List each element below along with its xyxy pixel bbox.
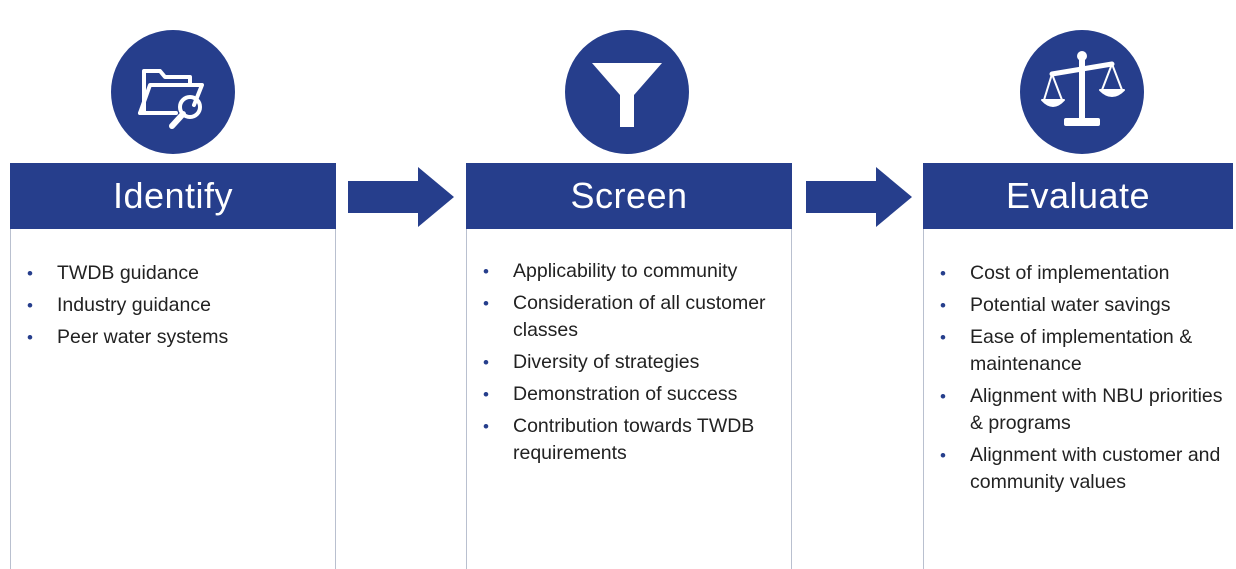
list-item: Applicability to community	[467, 258, 779, 285]
list-item: Diversity of strategies	[467, 349, 779, 376]
step-title: Screen	[570, 175, 688, 216]
list-item: Demonstration of success	[467, 381, 779, 408]
step-header-evaluate: Evaluate	[923, 163, 1233, 229]
list-item: Alignment with customer and community va…	[924, 442, 1233, 496]
funnel-icon	[592, 63, 662, 127]
bullet-list: Applicability to community Consideration…	[467, 258, 779, 467]
list-item: Industry guidance	[11, 292, 335, 319]
arrow-right-icon	[806, 167, 912, 227]
folder-search-icon	[138, 69, 204, 129]
screen-icon-circle	[565, 30, 689, 154]
balance-scale-icon	[1041, 51, 1125, 126]
step-title: Evaluate	[1005, 175, 1151, 216]
list-item: Alignment with NBU priorities & programs	[924, 383, 1233, 437]
step-panel-identify: TWDB guidance Industry guidance Peer wat…	[10, 229, 336, 569]
bullet-list: TWDB guidance Industry guidance Peer wat…	[11, 260, 335, 351]
step-panel-screen: Applicability to community Consideration…	[466, 229, 792, 569]
step-header-identify: Identify	[10, 163, 336, 229]
step-title: Identify	[112, 175, 234, 216]
list-item: Contribution towards TWDB requirements	[467, 413, 779, 467]
step-panel-evaluate: Cost of implementation Potential water s…	[923, 229, 1233, 569]
list-item: Ease of implementation & maintenance	[924, 324, 1233, 378]
list-item: Potential water savings	[924, 292, 1233, 319]
list-item: TWDB guidance	[11, 260, 335, 287]
bullet-list: Cost of implementation Potential water s…	[924, 260, 1233, 496]
list-item: Consideration of all customer classes	[467, 290, 779, 344]
step-header-screen: Screen	[466, 163, 792, 229]
evaluate-icon-circle	[1020, 30, 1144, 154]
list-item: Peer water systems	[11, 324, 335, 351]
list-item: Cost of implementation	[924, 260, 1233, 287]
identify-icon-circle	[111, 30, 235, 154]
arrow-right-icon	[348, 167, 454, 227]
